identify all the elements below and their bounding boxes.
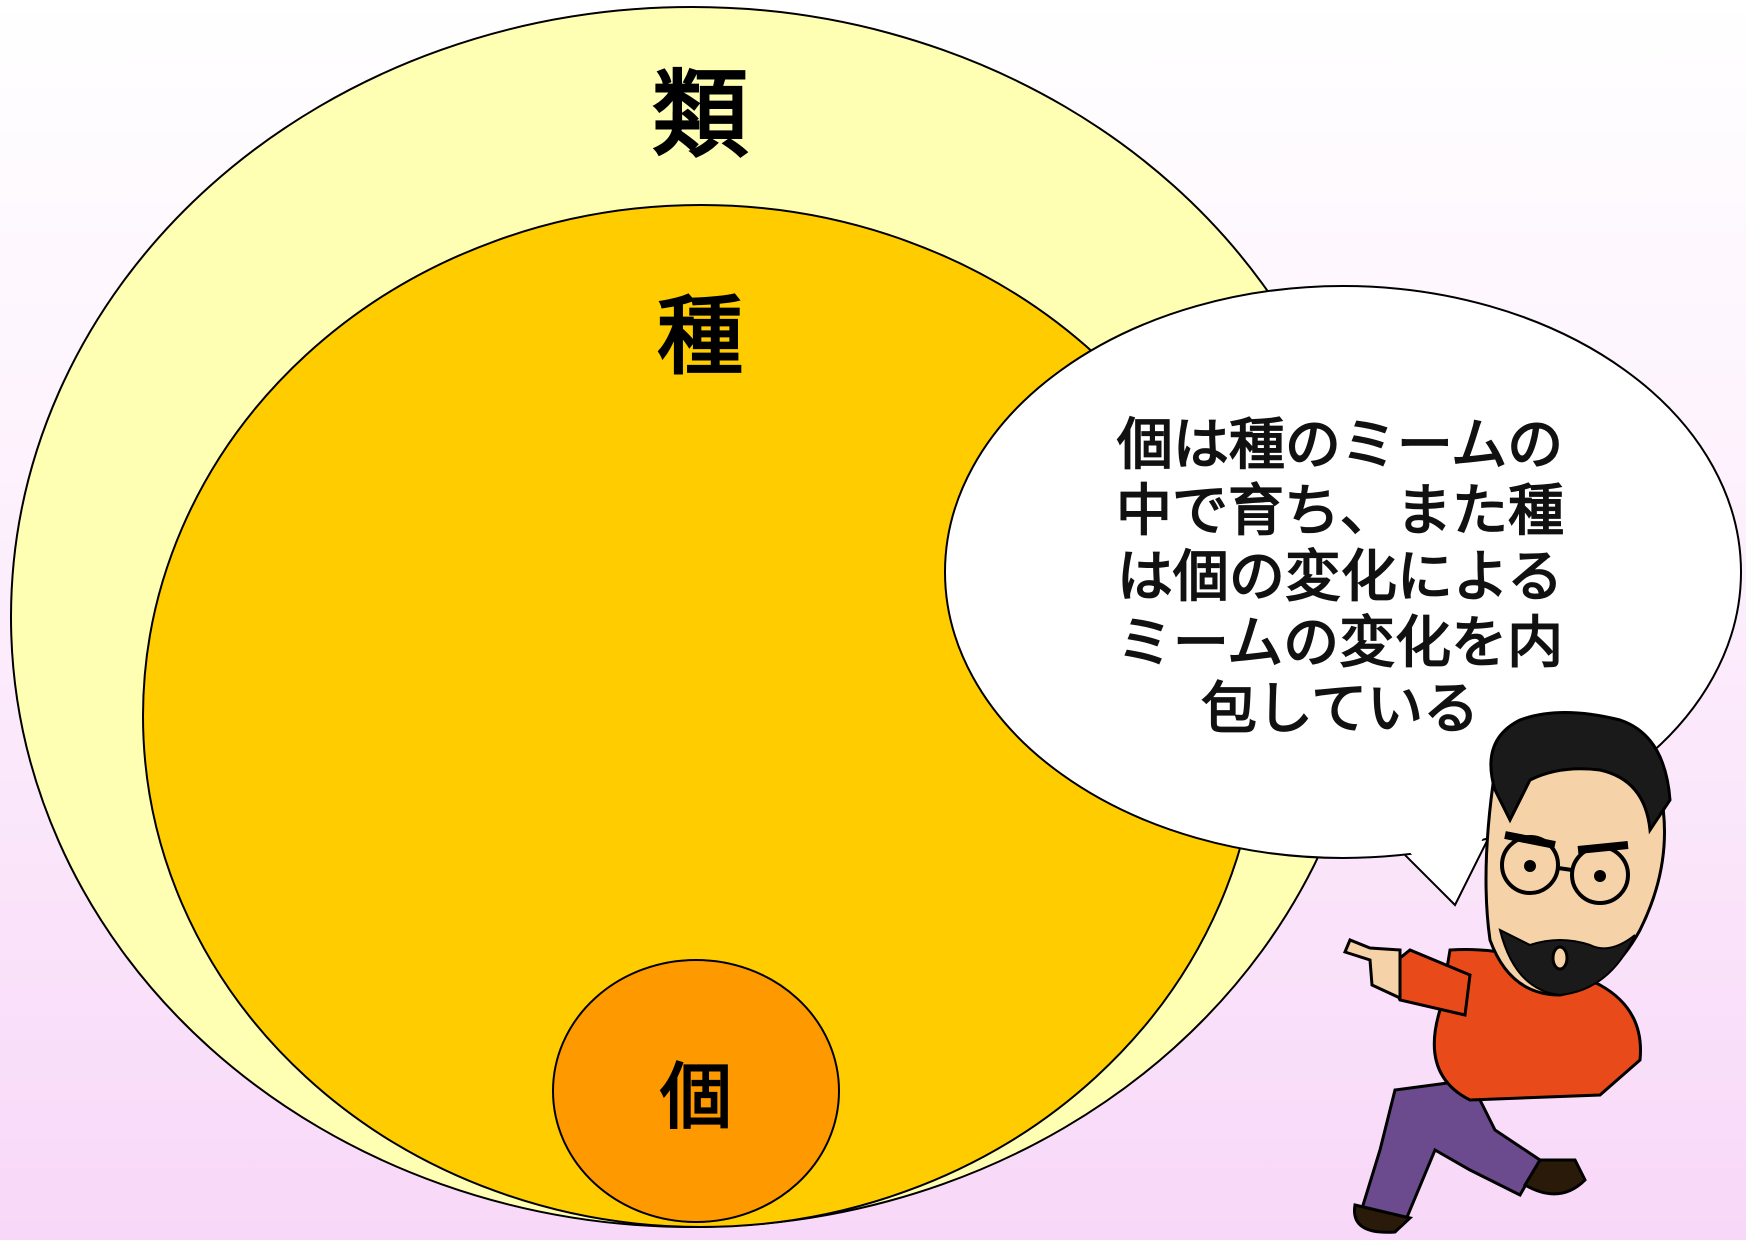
character-hand <box>1342 938 1402 1001</box>
inner-set-ellipse <box>552 959 840 1223</box>
inner-set-label: 個 <box>659 1054 732 1139</box>
speech-bubble-line-3: は個の変化による <box>1117 544 1563 610</box>
character-legs <box>1358 1078 1542 1224</box>
middle-set-label: 種 <box>657 286 743 387</box>
character-shoe-right <box>1522 1158 1587 1196</box>
cartoon-man-pointing-icon <box>1342 711 1672 1234</box>
outer-set-label: 類 <box>652 58 749 171</box>
speech-bubble-line-5: 包している <box>1201 676 1479 742</box>
character-hair <box>1489 711 1672 835</box>
speech-bubble-line-1: 個は種のミームの <box>1116 412 1563 478</box>
speech-bubble-line-4: ミームの変化を内 <box>1117 610 1563 676</box>
speech-bubble-line-2: 中で育ち、また種 <box>1116 478 1564 544</box>
character-mouth <box>1551 945 1569 971</box>
character-shoe-left <box>1353 1203 1414 1234</box>
